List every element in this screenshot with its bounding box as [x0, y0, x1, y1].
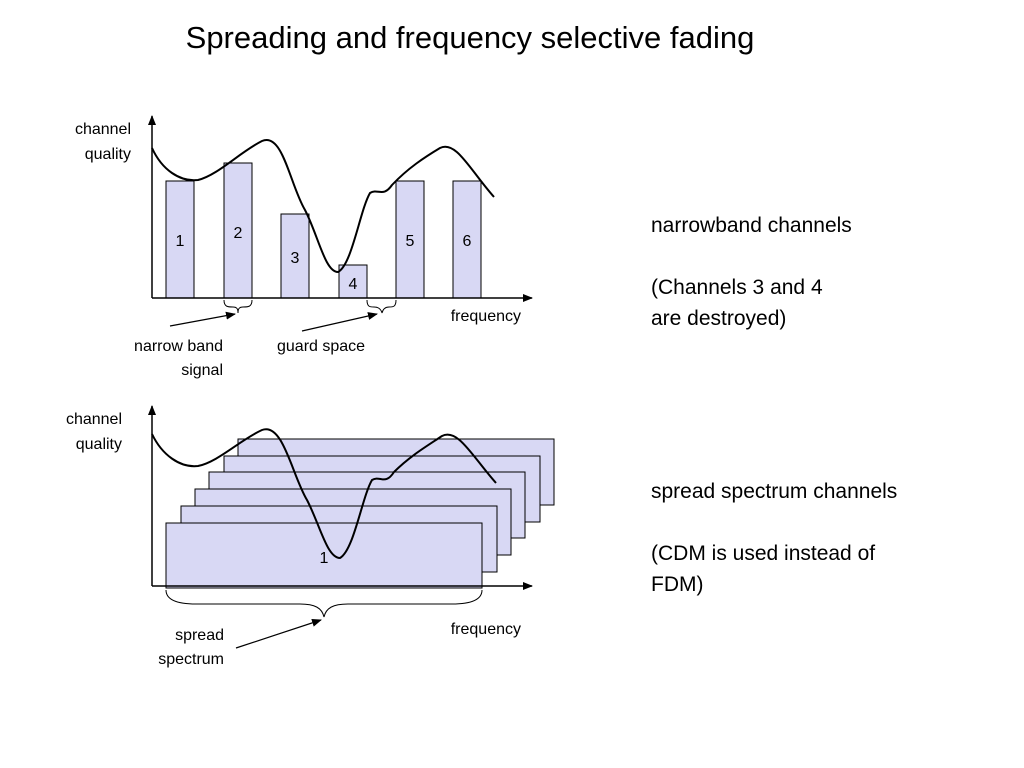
narrow-band-brace — [223, 299, 253, 314]
channel-bar-3 — [280, 213, 310, 299]
top-channel-quality-curve — [151, 139, 495, 274]
bottom-x-axis-label: frequency — [451, 621, 521, 638]
narrowband-note-line2: are destroyed) — [651, 307, 787, 330]
top-y-axis-label-line1: channel — [75, 121, 131, 138]
spread-spectrum-label-line1: spread — [175, 627, 224, 644]
spread-channel-layer-1 — [165, 522, 483, 589]
narrow-band-label-line2: signal — [181, 362, 223, 379]
channel-bar-2 — [223, 162, 253, 299]
channel-label-6: 6 — [463, 233, 472, 250]
top-diagram: 1 2 3 4 5 6 channel quality frequency na… — [75, 115, 533, 379]
top-x-axis-label: frequency — [451, 308, 521, 325]
guard-space-arrow — [301, 312, 378, 332]
spread-note-line2: FDM) — [651, 573, 704, 596]
guard-space-brace — [366, 299, 397, 314]
top-y-axis-label-line2: quality — [85, 146, 131, 163]
narrow-band-label-line1: narrow band — [134, 338, 223, 355]
spread-spectrum-label-line2: spectrum — [158, 651, 224, 668]
guard-space-label: guard space — [277, 338, 365, 355]
spread-note-line1: (CDM is used instead of — [651, 542, 876, 565]
channel-label-1: 1 — [176, 233, 185, 250]
bottom-diagram: 1 channel quality frequency spread spect… — [66, 405, 555, 668]
channel-label-4: 4 — [349, 276, 358, 293]
slide-title: Spreading and frequency selective fading — [185, 20, 755, 55]
bottom-y-axis-label-line2: quality — [76, 436, 122, 453]
spread-spectrum-brace — [165, 589, 483, 618]
bottom-y-axis-label-line1: channel — [66, 411, 122, 428]
channel-bar-1 — [165, 180, 195, 299]
channel-label-2: 2 — [234, 225, 243, 242]
bottom-channel-quality-curve — [151, 428, 497, 560]
spread-spectrum-arrow — [235, 619, 322, 649]
narrowband-note-line1: (Channels 3 and 4 — [651, 276, 823, 299]
narrowband-description: narrowband channels (Channels 3 and 4 ar… — [651, 210, 852, 334]
spread-heading: spread spectrum channels — [651, 480, 898, 503]
channel-label-5: 5 — [406, 233, 415, 250]
channel-label-3: 3 — [291, 250, 300, 267]
narrowband-heading: narrowband channels — [651, 214, 852, 237]
spread-channel-label: 1 — [320, 550, 329, 567]
spread-spectrum-description: spread spectrum channels (CDM is used in… — [651, 476, 897, 600]
narrow-band-arrow — [169, 311, 236, 327]
